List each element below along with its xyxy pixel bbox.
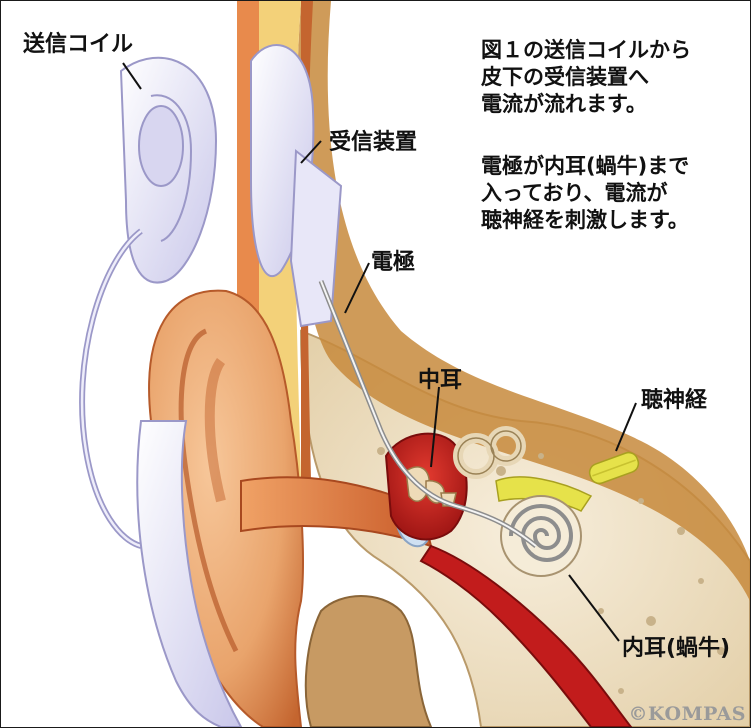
description-line: 電流が流れます。	[481, 91, 691, 118]
transmitter-coil	[121, 58, 216, 283]
label-middle-ear: 中耳	[418, 370, 462, 392]
description-line: 皮下の受信装置へ	[481, 64, 691, 91]
description-paragraph-2: 電極が内耳(蝸牛)まで 入っており、電流が 聴神経を刺激します。	[481, 153, 689, 234]
description-line: 電極が内耳(蝸牛)まで	[481, 153, 689, 180]
label-electrode: 電極	[371, 252, 415, 274]
label-receiver: 受信装置	[329, 132, 417, 154]
label-transmitter-coil: 送信コイル	[23, 34, 133, 56]
label-inner-ear: 内耳(蝸牛)	[622, 638, 730, 660]
copyright-credit: ©KOMPAS	[629, 703, 746, 725]
description-paragraph-1: 図１の送信コイルから 皮下の受信装置へ 電流が流れます。	[481, 37, 691, 118]
jaw-tissue	[306, 596, 431, 727]
description-line: 図１の送信コイルから	[481, 37, 691, 64]
description-line: 聴神経を刺激します。	[481, 207, 689, 234]
label-auditory-nerve: 聴神経	[641, 390, 707, 412]
coil-cable	[82, 231, 141, 546]
description-line: 入っており、電流が	[481, 180, 689, 207]
cochlea	[501, 496, 581, 576]
